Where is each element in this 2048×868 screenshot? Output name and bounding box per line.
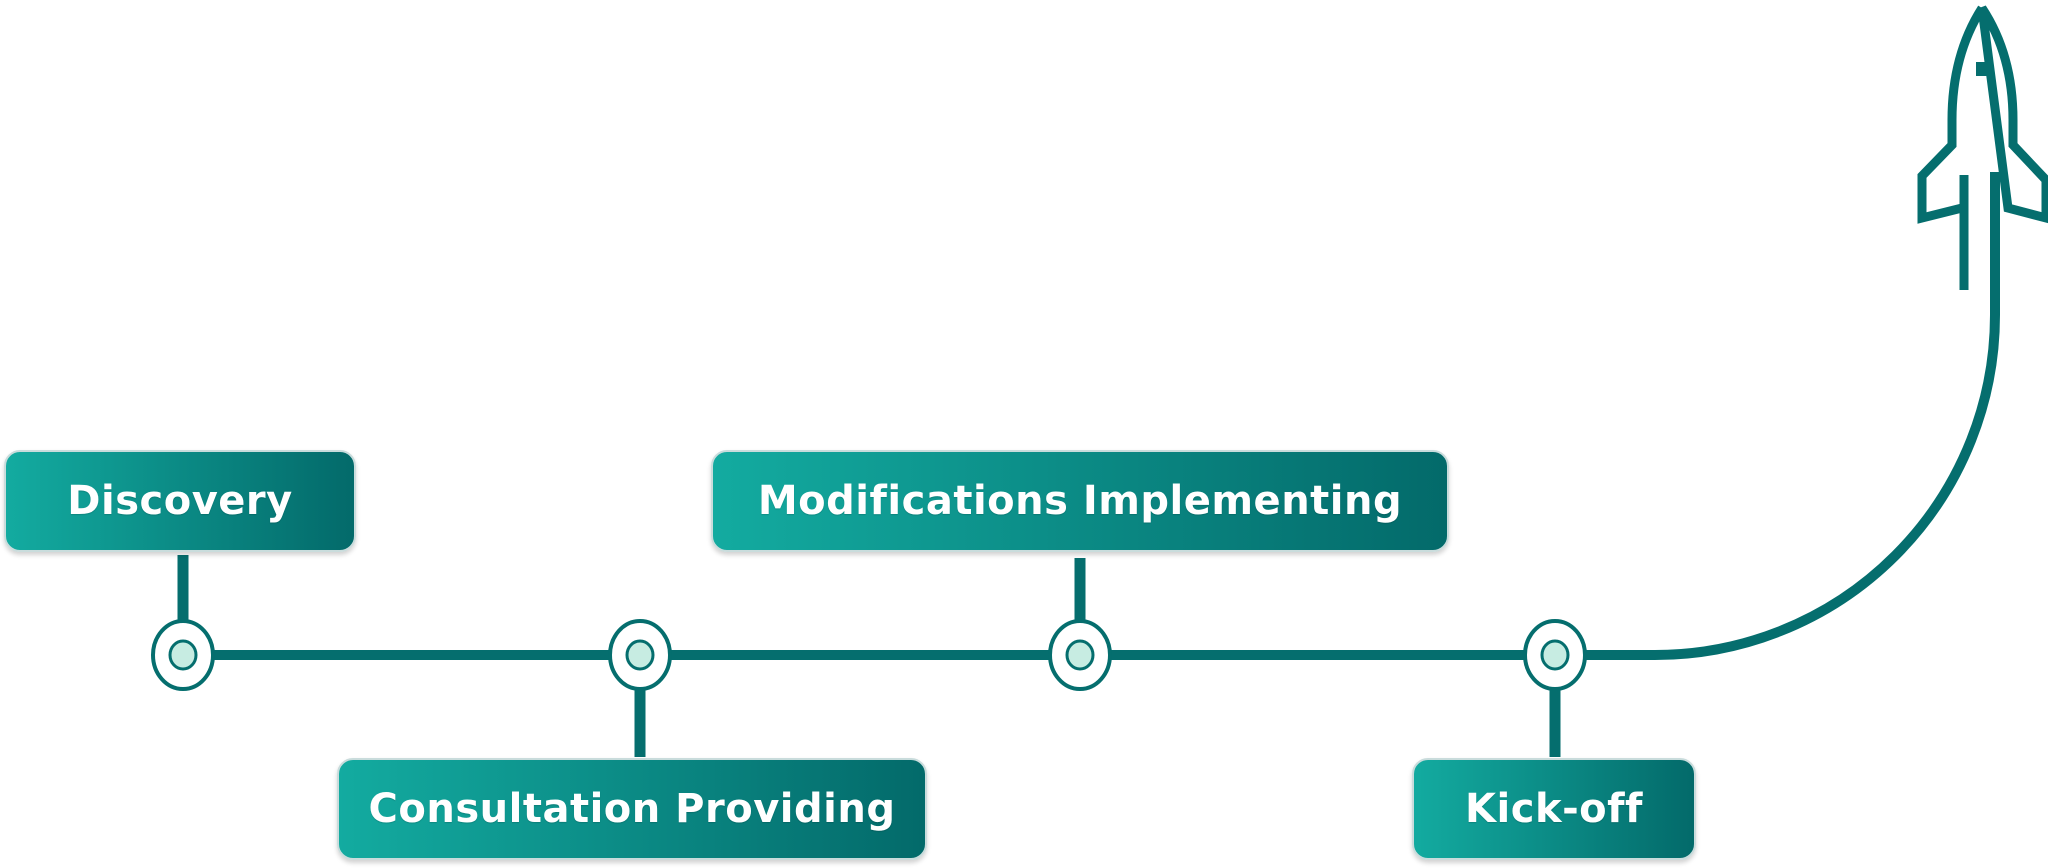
node-consultation-providing	[608, 619, 672, 691]
node-modifications-implementing	[1048, 619, 1112, 691]
stage-label-modifications-implementing: Modifications Implementing	[757, 478, 1403, 524]
stage-box-kick-off: Kick-off	[1412, 758, 1696, 860]
node-kick-off	[1523, 619, 1587, 691]
stage-box-discovery: Discovery	[4, 450, 356, 552]
stage-label-kick-off: Kick-off	[1465, 786, 1643, 832]
timeline-path	[183, 172, 2000, 660]
rocket-icon	[1917, 5, 2048, 315]
stage-box-modifications-implementing: Modifications Implementing	[711, 450, 1449, 552]
stage-label-discovery: Discovery	[67, 478, 293, 524]
stage-label-consultation-providing: Consultation Providing	[368, 786, 896, 832]
node-discovery	[151, 619, 215, 691]
stage-box-consultation-providing: Consultation Providing	[337, 758, 927, 860]
